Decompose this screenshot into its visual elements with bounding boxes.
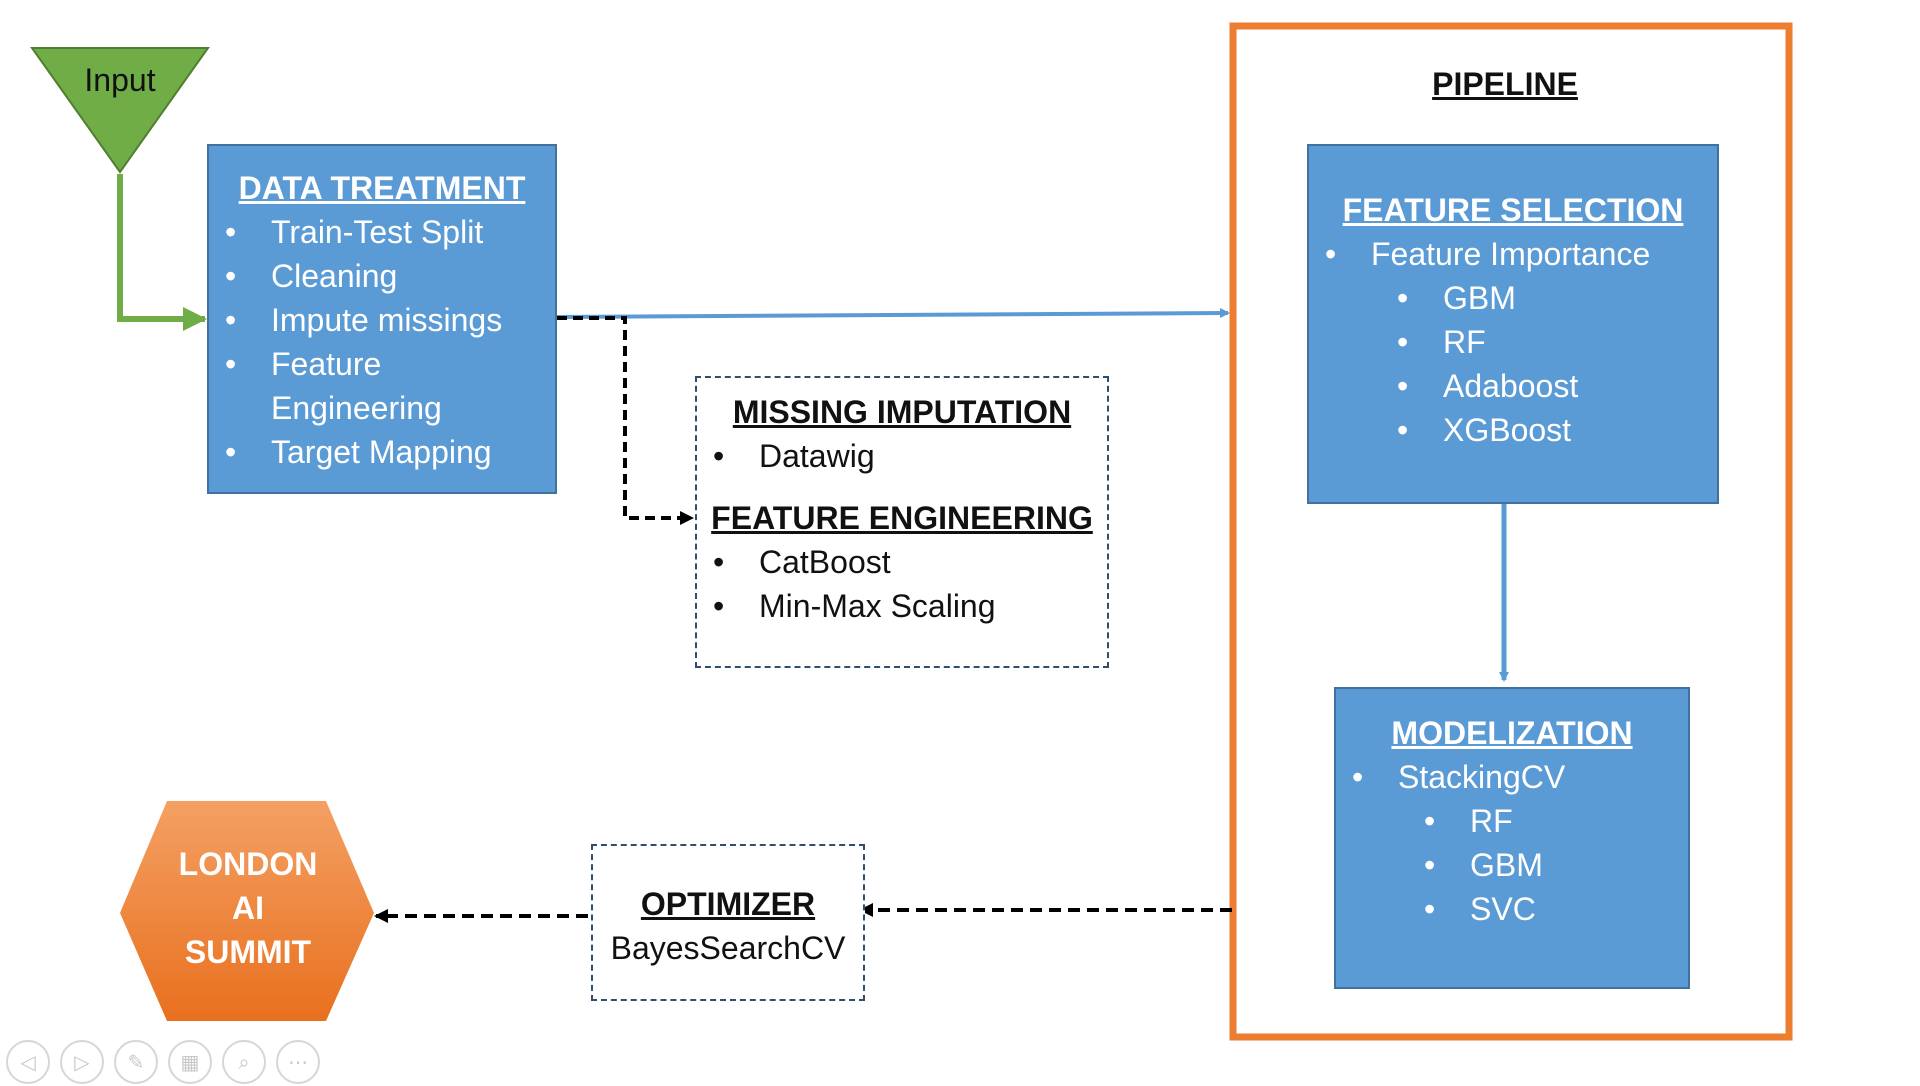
list-subitem: Adaboost	[1309, 364, 1717, 408]
optimizer-title: OPTIMIZER	[640, 886, 816, 922]
data-treatment-box: DATA TREATMENT Train-Test Split Cleaning…	[207, 144, 557, 494]
list-subitem: SVC	[1336, 887, 1688, 931]
list-subitem: GBM	[1309, 276, 1717, 320]
slides-grid-icon[interactable]: ▦	[168, 1040, 212, 1084]
list-item: Min-Max Scaling	[697, 584, 1107, 628]
data-treatment-to-imputation-arrow	[557, 316, 694, 525]
zoom-icon[interactable]: ⌕	[222, 1040, 266, 1084]
list-item: Feature	[209, 342, 555, 386]
list-item: Impute missings	[209, 298, 555, 342]
list-item: Cleaning	[209, 254, 555, 298]
list-item: CatBoost	[697, 540, 1107, 584]
optimizer-value: BayesSearchCV	[610, 930, 846, 966]
data-treatment-to-pipeline-arrow	[556, 308, 1230, 319]
optimizer-box: OPTIMIZER BayesSearchCV	[591, 844, 865, 1001]
pipeline-frame	[1229, 22, 1793, 1041]
next-icon[interactable]: ▷	[60, 1040, 104, 1084]
modelization-title: MODELIZATION	[1391, 715, 1633, 751]
pen-icon[interactable]: ✎	[114, 1040, 158, 1084]
summit-line: SUMMIT	[184, 934, 312, 970]
list-item: StackingCV	[1336, 755, 1688, 799]
modelization-box: MODELIZATION StackingCV RF GBM SVC	[1334, 687, 1690, 989]
feature-engineering-list: CatBoost Min-Max Scaling	[697, 540, 1107, 628]
slideshow-toolbar: ◁ ▷ ✎ ▦ ⌕ ⋯	[6, 1040, 320, 1086]
list-item: Train-Test Split	[209, 210, 555, 254]
summit-label: LONDON AI SUMMIT	[120, 842, 376, 974]
input-label: Input	[84, 62, 156, 98]
feature-selection-title: FEATURE SELECTION	[1342, 192, 1684, 228]
input-to-data-treatment-arrow	[117, 174, 207, 331]
list-subitem: GBM	[1336, 843, 1688, 887]
feature-engineering-title: FEATURE ENGINEERING	[711, 500, 1093, 536]
input-triangle	[30, 47, 210, 174]
previous-icon[interactable]: ◁	[6, 1040, 50, 1084]
data-treatment-title: DATA TREATMENT	[238, 170, 526, 206]
list-subitem: RF	[1336, 799, 1688, 843]
list-item: Target Mapping	[209, 430, 555, 474]
list-subitem: RF	[1309, 320, 1717, 364]
data-treatment-list: Train-Test Split Cleaning Impute missing…	[209, 210, 555, 474]
summit-line: AI	[232, 890, 264, 926]
missing-imputation-list: Datawig	[697, 434, 1107, 478]
list-item-continuation: Engineering	[271, 390, 442, 426]
feature-selection-box: FEATURE SELECTION Feature Importance GBM…	[1307, 144, 1719, 504]
summit-hexagon	[120, 801, 374, 1021]
list-subitem: XGBoost	[1309, 408, 1717, 452]
list-item: Feature Importance	[1309, 232, 1717, 276]
summit-line: LONDON	[178, 846, 318, 882]
modelization-list: StackingCV RF GBM SVC	[1336, 755, 1688, 931]
more-options-icon[interactable]: ⋯	[276, 1040, 320, 1084]
pipeline-title: PIPELINE	[1432, 66, 1578, 102]
list-item: Datawig	[697, 434, 1107, 478]
imputation-engineering-box: MISSING IMPUTATION Datawig FEATURE ENGIN…	[695, 376, 1109, 668]
missing-imputation-title: MISSING IMPUTATION	[732, 394, 1072, 430]
feature-selection-list: Feature Importance GBM RF Adaboost XGBoo…	[1309, 232, 1717, 452]
